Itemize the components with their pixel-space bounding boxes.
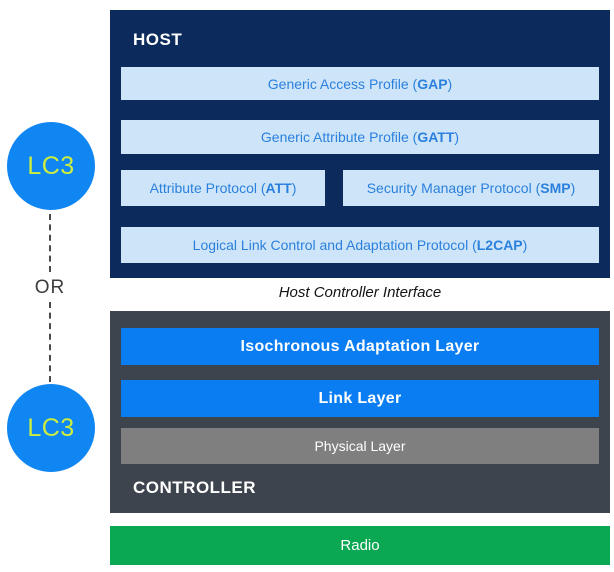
layer-gatt-label: Generic Attribute Profile (GATT) — [260, 129, 460, 145]
layer-att: Attribute Protocol (ATT) — [121, 170, 325, 206]
layer-physical-label: Physical Layer — [314, 438, 406, 454]
layer-l2cap-label: Logical Link Control and Adaptation Prot… — [192, 237, 528, 253]
layer-l2cap: Logical Link Control and Adaptation Prot… — [121, 227, 599, 263]
layer-gatt: Generic Attribute Profile (GATT) — [121, 120, 599, 154]
dashed-connector-bottom — [49, 302, 51, 382]
radio-label: Radio — [340, 537, 380, 554]
layer-isochronous-adaptation: Isochronous Adaptation Layer — [121, 328, 599, 365]
layer-physical: Physical Layer — [121, 428, 599, 464]
controller-title: CONTROLLER — [133, 478, 257, 497]
lc3-codec-circle-top: LC3 — [7, 122, 95, 210]
layer-link: Link Layer — [121, 380, 599, 417]
hci-label: Host Controller Interface — [278, 284, 442, 301]
controller-panel: Isochronous Adaptation Layer Link Layer … — [110, 311, 610, 513]
layer-gap: Generic Access Profile (GAP) — [121, 67, 599, 100]
layer-isochronous-adaptation-label: Isochronous Adaptation Layer — [240, 337, 480, 355]
layer-smp: Security Manager Protocol (SMP) — [343, 170, 599, 206]
layer-link-label: Link Layer — [318, 389, 402, 407]
layer-gap-label: Generic Access Profile (GAP) — [267, 75, 453, 92]
host-title: HOST — [133, 30, 183, 49]
layer-smp-label: Security Manager Protocol (SMP) — [366, 180, 576, 196]
dashed-connector-top — [49, 214, 51, 272]
radio-bar: Radio — [110, 526, 610, 565]
layer-att-label: Attribute Protocol (ATT) — [149, 180, 297, 196]
lc3-label: LC3 — [27, 413, 75, 442]
or-label: OR — [34, 277, 66, 298]
lc3-label: LC3 — [27, 151, 75, 180]
lc3-codec-circle-bottom: LC3 — [7, 384, 95, 472]
host-panel: HOST Generic Access Profile (GAP) Generi… — [110, 10, 610, 278]
